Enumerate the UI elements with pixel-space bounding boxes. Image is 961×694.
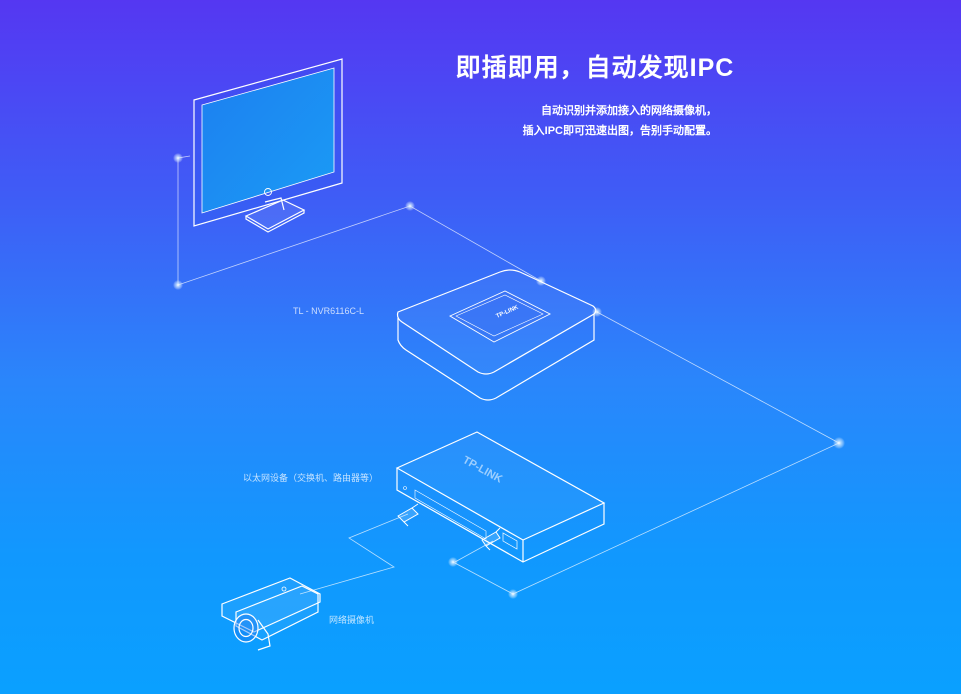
camera-label: 网络摄像机 — [329, 615, 375, 625]
description-line: 插入IPC即可迅速出图，告别手动配置。 — [522, 125, 717, 137]
camera-illustration — [221, 577, 321, 651]
nvr-label: TL - NVR6116C-L — [293, 306, 365, 316]
page-title: 即插即用，自动发现IPC — [455, 54, 735, 82]
ethernet-plug-camera — [397, 503, 419, 527]
monitor-illustration — [193, 58, 343, 233]
switch-label: 以太网设备（交换机、路由器等） — [243, 473, 379, 483]
switch-illustration — [395, 431, 606, 563]
glow-nodes — [173, 153, 845, 599]
description-line: 自动识别并添加接入的网络摄像机， — [541, 105, 717, 117]
description: 自动识别并添加接入的网络摄像机， 插入IPC即可迅速出图，告别手动配置。 — [470, 101, 717, 141]
nvr-illustration — [396, 269, 597, 401]
ethernet-plug-nvr — [481, 527, 501, 551]
